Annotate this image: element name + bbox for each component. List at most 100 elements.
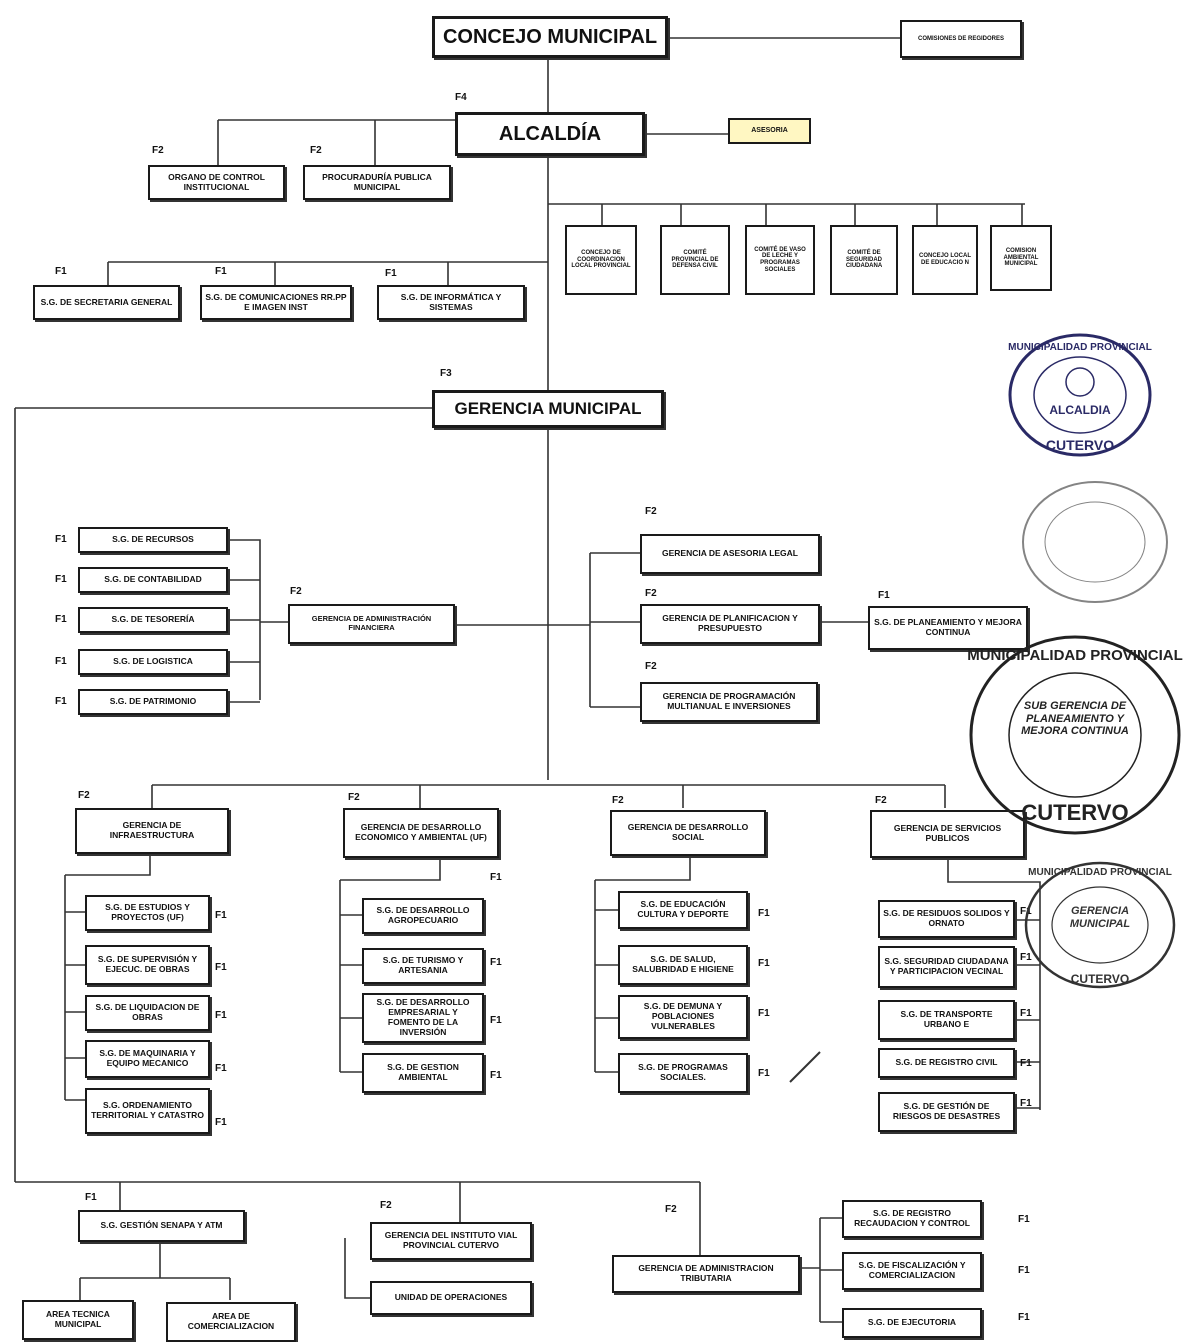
- level-label: F1: [55, 614, 67, 625]
- operaciones-box: UNIDAD DE OPERACIONES: [370, 1281, 532, 1315]
- level-label: F1: [215, 1010, 227, 1021]
- registro-civil-box: S.G. DE REGISTRO CIVIL: [878, 1048, 1015, 1078]
- seal-planeamiento-center: SUB GERENCIA DE PLANEAMIENTO Y MEJORA CO…: [1021, 700, 1129, 738]
- seal-alcaldia-ring: MUNICIPALIDAD PROVINCIAL: [1008, 342, 1152, 353]
- defensa-civil-box: COMITÉ PROVINCIAL DE DEFENSA CIVIL: [660, 225, 730, 295]
- seal-alcaldia-bottom: CUTERVO: [1046, 437, 1114, 453]
- infraestructura-box: GERENCIA DE INFRAESTRUCTURA: [75, 808, 229, 854]
- seguridad-ciudadana-box: COMITÉ DE SEGURIDAD CIUDADANA: [830, 225, 898, 295]
- estudios-box: S.G. DE ESTUDIOS Y PROYECTOS (UF): [85, 895, 210, 931]
- level-label: F1: [55, 266, 67, 277]
- programas-sociales-box: S.G. DE PROGRAMAS SOCIALES.: [618, 1053, 748, 1093]
- recursos-box: S.G. DE RECURSOS: [78, 527, 228, 553]
- level-label: F2: [645, 588, 657, 599]
- turismo-box: S.G. DE TURISMO Y ARTESANIA: [362, 948, 484, 984]
- transporte-box: S.G. DE TRANSPORTE URBANO E: [878, 1000, 1015, 1040]
- gaf-box: GERENCIA DE ADMINISTRACIÓN FINANCIERA: [288, 604, 455, 644]
- area-tecnica-box: AREA TECNICA MUNICIPAL: [22, 1300, 134, 1340]
- planificacion-box: GERENCIA DE PLANIFICACION Y PRESUPUESTO: [640, 604, 820, 644]
- programacion-box: GERENCIA DE PROGRAMACIÓN MULTIANUAL E IN…: [640, 682, 818, 722]
- level-label: F1: [878, 590, 890, 601]
- level-label: F1: [215, 1063, 227, 1074]
- level-label: F2: [78, 790, 90, 801]
- alcaldia-box: ALCALDÍA: [455, 112, 645, 156]
- level-label: F1: [1020, 906, 1032, 917]
- asesoria-box: ASESORIA: [728, 118, 811, 144]
- level-label: F2: [645, 506, 657, 517]
- level-label: F1: [758, 1068, 770, 1079]
- seal-alcaldia-center: ALCALDIA: [1049, 403, 1111, 417]
- level-label: F1: [55, 534, 67, 545]
- comunicaciones-box: S.G. DE COMUNICACIONES RR.PP E IMAGEN IN…: [200, 285, 352, 320]
- level-label: F4: [455, 92, 467, 103]
- recaudacion-box: S.G. DE REGISTRO RECAUDACION Y CONTROL: [842, 1200, 982, 1238]
- seal-planeamiento-bottom: CUTERVO: [1021, 800, 1128, 825]
- empresarial-box: S.G. DE DESARROLLO EMPRESARIAL Y FOMENTO…: [362, 993, 484, 1043]
- seal-planeamiento-ring: MUNICIPALIDAD PROVINCIAL: [967, 647, 1183, 664]
- riesgos-box: S.G. DE GESTIÓN DE RIESGOS DE DESASTRES: [878, 1092, 1015, 1132]
- supervision-box: S.G. DE SUPERVISIÓN Y EJECUC. DE OBRAS: [85, 945, 210, 985]
- residuos-box: S.G. DE RESIDUOS SOLIDOS Y ORNATO: [878, 900, 1015, 938]
- informatica-box: S.G. DE INFORMÁTICA Y SISTEMAS: [377, 285, 525, 320]
- desarrollo-social-box: GERENCIA DE DESARROLLO SOCIAL: [610, 810, 766, 856]
- area-comercializacion-box: AREA DE COMERCIALIZACION: [166, 1302, 296, 1342]
- contabilidad-box: S.G. DE CONTABILIDAD: [78, 567, 228, 593]
- level-label: F1: [55, 656, 67, 667]
- level-label: F1: [1020, 1008, 1032, 1019]
- level-label: F2: [875, 795, 887, 806]
- demuna-box: S.G. DE DEMUNA Y POBLACIONES VULNERABLES: [618, 995, 748, 1039]
- gerencia-seal: MUNICIPALIDAD PROVINCIAL GERENCIA MUNICI…: [1020, 855, 1180, 995]
- faded-seal: [1015, 472, 1175, 612]
- level-label: F2: [612, 795, 624, 806]
- seal-gerencia-center: GERENCIA MUNICIPAL: [1069, 905, 1131, 931]
- level-label: F2: [348, 792, 360, 803]
- level-label: F1: [758, 958, 770, 969]
- patrimonio-box: S.G. DE PATRIMONIO: [78, 689, 228, 715]
- level-label: F3: [440, 368, 452, 379]
- planeamiento-box: S.G. DE PLANEAMIENTO Y MEJORA CONTINUA: [868, 606, 1028, 650]
- servicios-publicos-box: GERENCIA DE SERVICIOS PUBLICOS: [870, 810, 1025, 858]
- procuraduria-box: PROCURADURÍA PUBLICA MUNICIPAL: [303, 165, 451, 200]
- oci-box: ORGANO DE CONTROL INSTITUCIONAL: [148, 165, 285, 200]
- level-label: F1: [758, 908, 770, 919]
- level-label: F1: [490, 957, 502, 968]
- level-label: F2: [152, 145, 164, 156]
- level-label: F2: [665, 1204, 677, 1215]
- level-label: F1: [215, 962, 227, 973]
- level-label: F1: [385, 268, 397, 279]
- vaso-leche-box: COMITÉ DE VASO DE LECHE Y PROGRAMAS SOCI…: [745, 225, 815, 295]
- agropecuario-box: S.G. DE DESARROLLO AGROPECUARIO: [362, 898, 484, 934]
- ambiental-box: COMISION AMBIENTAL MUNICIPAL: [990, 225, 1052, 291]
- alcaldia-seal: ALCALDIA MUNICIPALIDAD PROVINCIAL CUTERV…: [1005, 330, 1155, 460]
- maquinaria-box: S.G. DE MAQUINARIA Y EQUIPO MECANICO: [85, 1040, 210, 1078]
- seguridad-vecinal-box: S.G. SEGURIDAD CIUDADANA Y PARTICIPACION…: [878, 946, 1015, 988]
- level-label: F1: [55, 696, 67, 707]
- level-label: F1: [55, 574, 67, 585]
- tesoreria-box: S.G. DE TESORERÍA: [78, 607, 228, 633]
- level-label: F2: [645, 661, 657, 672]
- educacion-box: CONCEJO LOCAL DE EDUCACIO N: [912, 225, 978, 295]
- level-label: F2: [380, 1200, 392, 1211]
- senapa-box: S.G. GESTIÓN SENAPA Y ATM: [78, 1210, 245, 1242]
- logistica-box: S.G. DE LOGISTICA: [78, 649, 228, 675]
- secretaria-box: S.G. DE SECRETARIA GENERAL: [33, 285, 180, 320]
- tributaria-box: GERENCIA DE ADMINISTRACION TRIBUTARIA: [612, 1255, 800, 1293]
- concejo-municipal-box: CONCEJO MUNICIPAL: [432, 16, 668, 58]
- level-label: F1: [758, 1008, 770, 1019]
- level-label: F1: [215, 1117, 227, 1128]
- gestion-ambiental-box: S.G. DE GESTION AMBIENTAL: [362, 1053, 484, 1093]
- seal-gerencia-ring: MUNICIPALIDAD PROVINCIAL: [1028, 867, 1172, 878]
- liquidacion-box: S.G. DE LIQUIDACION DE OBRAS: [85, 995, 210, 1031]
- level-label: F2: [290, 586, 302, 597]
- level-label: F1: [215, 266, 227, 277]
- planeamiento-seal: MUNICIPALIDAD PROVINCIAL SUB GERENCIA DE…: [965, 630, 1185, 840]
- ordenamiento-box: S.G. ORDENAMIENTO TERRITORIAL Y CATASTRO: [85, 1088, 210, 1134]
- fiscalizacion-box: S.G. DE FISCALIZACIÓN Y COMERCIALIZACION: [842, 1252, 982, 1290]
- desarrollo-economico-box: GERENCIA DE DESARROLLO ECONOMICO Y AMBIE…: [343, 808, 499, 858]
- comisiones-box: COMISIONES DE REGIDORES: [900, 20, 1022, 58]
- level-label: F1: [1020, 1058, 1032, 1069]
- salud-box: S.G. DE SALUD, SALUBRIDAD E HIGIENE: [618, 945, 748, 985]
- level-label: F1: [1020, 952, 1032, 963]
- ivp-box: GERENCIA DEL INSTITUTO VIAL PROVINCIAL C…: [370, 1222, 532, 1260]
